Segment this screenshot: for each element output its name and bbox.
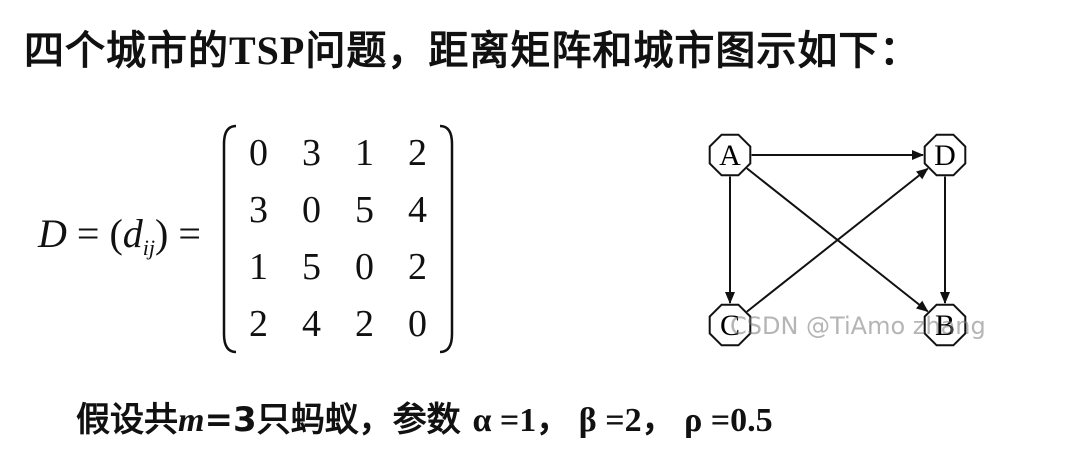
matrix-cell: 3 xyxy=(302,131,321,174)
matrix-cell: 2 xyxy=(249,302,268,345)
matrix-cell: 0 xyxy=(355,245,374,288)
node-A: A xyxy=(708,133,752,177)
matrix-cell: 0 xyxy=(249,131,268,174)
node-label: D xyxy=(934,139,956,172)
matrix-cell: 2 xyxy=(408,245,427,288)
node-C: C xyxy=(708,303,752,347)
params-pre: 假设共 xyxy=(76,400,178,440)
matrix-cell: 4 xyxy=(408,188,427,231)
matrix-cell: 3 xyxy=(249,188,268,231)
params-m: m xyxy=(178,402,205,439)
params-line: 假设共m=3只蚂蚁，参数 α =1， β =2， ρ =0.5 xyxy=(76,392,773,441)
formula-subscript: ij xyxy=(142,235,156,260)
formula-d: d xyxy=(122,211,143,256)
matrix-cell: 1 xyxy=(355,131,374,174)
node-label: A xyxy=(719,139,741,172)
formula-lhs: D = (dij) = xyxy=(38,210,201,261)
node-octagon xyxy=(708,133,752,177)
edge-C-D xyxy=(735,167,929,323)
node-label: C xyxy=(720,309,740,342)
title-part-3: 问题，距离矩阵和城市图示如下： xyxy=(305,28,921,74)
matrix-cell: 4 xyxy=(302,302,321,345)
node-octagon xyxy=(923,133,967,177)
formula-eq: = ( xyxy=(66,211,123,256)
page-title: 四个城市的TSP问题，距离矩阵和城市图示如下： xyxy=(24,18,920,76)
params-rho: ρ =0.5 xyxy=(675,402,773,439)
watermark: CSDN @TiAmo zhang xyxy=(730,312,986,340)
matrix-cell: 5 xyxy=(355,188,374,231)
matrix-cell: 5 xyxy=(302,245,321,288)
node-octagon xyxy=(708,303,752,347)
node-label: B xyxy=(935,309,955,342)
nodes: A D C B xyxy=(708,133,967,347)
node-B: B xyxy=(923,303,967,347)
formula-close: ) = xyxy=(155,211,201,256)
matrix-brackets xyxy=(222,124,454,354)
node-octagon xyxy=(923,303,967,347)
node-D: D xyxy=(923,133,967,177)
params-mid: =3只蚂蚁，参数 xyxy=(204,400,473,440)
city-graph: A D C B xyxy=(708,133,967,347)
title-part-2: TSP xyxy=(229,28,306,73)
formula-D: D xyxy=(38,211,67,256)
title-part-1: 四个城市的 xyxy=(24,28,229,74)
params-beta: β =2， xyxy=(570,402,676,439)
edges xyxy=(725,150,950,323)
matrix-cell: 2 xyxy=(408,131,427,174)
matrix-cell: 2 xyxy=(355,302,374,345)
matrix-cell: 1 xyxy=(249,245,268,288)
matrix-cell: 0 xyxy=(408,302,427,345)
matrix-cell: 0 xyxy=(302,188,321,231)
params-alpha: α =1， xyxy=(472,402,571,439)
